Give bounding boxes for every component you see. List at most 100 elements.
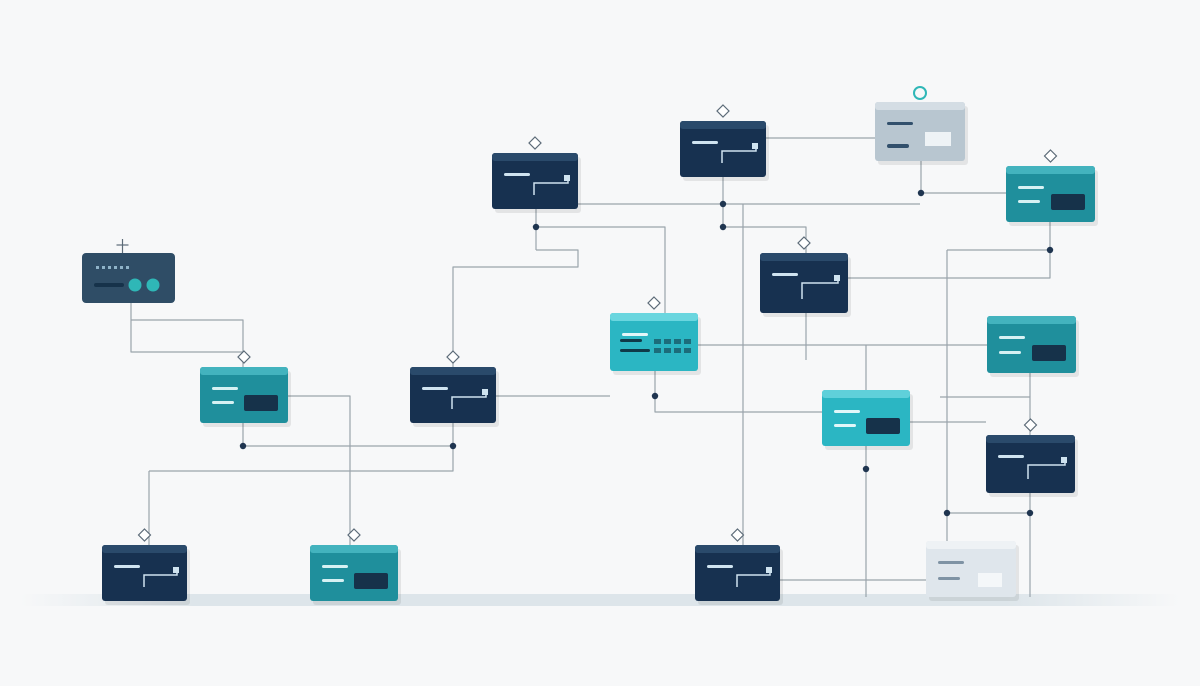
- node-titlebar: [310, 545, 398, 553]
- node-text-line: [938, 561, 964, 564]
- node-mini-square: [173, 567, 179, 573]
- node-body: [82, 253, 175, 303]
- node-text-line: [772, 273, 798, 276]
- junction-dot: [917, 189, 925, 197]
- node-panel: [866, 418, 900, 434]
- node-text-line: [504, 173, 530, 176]
- node-a-left: [200, 350, 291, 427]
- node-titlebar: [680, 121, 766, 129]
- junction-dot: [532, 223, 540, 231]
- node-text-line: [620, 349, 650, 352]
- port-diamond-icon: [647, 296, 661, 310]
- node-body: [926, 541, 1016, 597]
- connector-line: [940, 396, 1031, 435]
- node-body: [102, 545, 187, 601]
- node-m-bottom: [695, 528, 783, 605]
- node-titlebar: [760, 253, 848, 261]
- junction-dot: [719, 200, 727, 208]
- node-text-line: [887, 144, 909, 148]
- junction-dot: [943, 509, 951, 517]
- node-text-line: [622, 333, 648, 336]
- node-d-gray: [875, 86, 968, 165]
- node-titlebar: [987, 316, 1076, 324]
- connector-line: [536, 226, 666, 313]
- node-mini-square: [766, 567, 772, 573]
- status-led-icon: [96, 266, 99, 269]
- status-led-icon: [120, 266, 123, 269]
- status-led-icon: [126, 266, 129, 269]
- node-text-line: [999, 351, 1021, 354]
- grid-cell-icon: [674, 348, 681, 353]
- port-diamond-icon: [716, 104, 730, 118]
- node-titlebar: [926, 541, 1016, 549]
- port-diamond-icon: [347, 528, 361, 542]
- node-text-line: [999, 336, 1025, 339]
- node-panel: [978, 573, 1002, 587]
- node-body: [680, 121, 766, 177]
- node-text-line: [938, 577, 960, 580]
- node-panel: [1051, 194, 1085, 210]
- status-led-icon: [102, 266, 105, 269]
- node-body: [695, 545, 780, 601]
- junction-dot: [449, 442, 457, 450]
- node-device: [82, 239, 175, 303]
- node-e-teal: [1006, 149, 1098, 226]
- junction-dot: [1026, 509, 1034, 517]
- node-panel: [925, 132, 951, 146]
- grid-cell-icon: [664, 339, 671, 344]
- diagram-nodes: [82, 86, 1098, 605]
- connector-lines: [130, 137, 1051, 597]
- junction-dot: [862, 465, 870, 473]
- grid-cell-icon: [654, 339, 661, 344]
- connector-line: [149, 446, 454, 472]
- junction-dots: [239, 189, 1054, 517]
- node-titlebar: [986, 435, 1075, 443]
- status-led-icon: [114, 266, 117, 269]
- junction-dot: [1046, 246, 1054, 254]
- node-h-teal: [987, 316, 1079, 377]
- port-diamond-icon: [1023, 418, 1038, 432]
- node-text-line: [1018, 186, 1044, 189]
- node-text-line: [998, 455, 1024, 458]
- connector-line: [288, 395, 351, 545]
- node-text-line: [114, 565, 140, 568]
- connector-line: [242, 423, 454, 447]
- node-titlebar: [1006, 166, 1095, 174]
- grid-cell-icon: [684, 339, 691, 344]
- junction-dot: [239, 442, 247, 450]
- node-titlebar: [102, 545, 187, 553]
- node-k-bottom: [102, 528, 190, 605]
- node-body: [875, 102, 965, 161]
- node-titlebar: [200, 367, 288, 375]
- node-body: [410, 367, 496, 423]
- node-g-cyan: [610, 296, 701, 375]
- node-text-line: [692, 141, 718, 144]
- node-text-line: [322, 565, 348, 568]
- connector-line: [920, 161, 1006, 194]
- node-panel: [244, 395, 278, 411]
- node-titlebar: [695, 545, 780, 553]
- status-led-icon: [108, 266, 111, 269]
- grid-cell-icon: [664, 348, 671, 353]
- connector-line: [723, 226, 807, 253]
- node-text-line: [322, 579, 344, 582]
- node-f-navy: [760, 236, 851, 317]
- node-body: [987, 316, 1076, 373]
- node-titlebar: [822, 390, 910, 398]
- node-a-mid: [410, 350, 499, 427]
- node-l-bottom: [310, 528, 401, 605]
- port-diamond-icon: [730, 528, 745, 542]
- node-body: [492, 153, 578, 209]
- node-c-top: [680, 104, 769, 181]
- node-text-line: [212, 401, 234, 404]
- node-text-line: [707, 565, 733, 568]
- node-panel: [354, 573, 388, 589]
- port-diamond-icon: [528, 136, 542, 150]
- node-i-cyan: [822, 390, 913, 450]
- port-diamond-icon: [237, 350, 251, 364]
- node-text-line: [620, 339, 642, 342]
- node-mini-square: [482, 389, 488, 395]
- port-diamond-icon: [797, 236, 811, 250]
